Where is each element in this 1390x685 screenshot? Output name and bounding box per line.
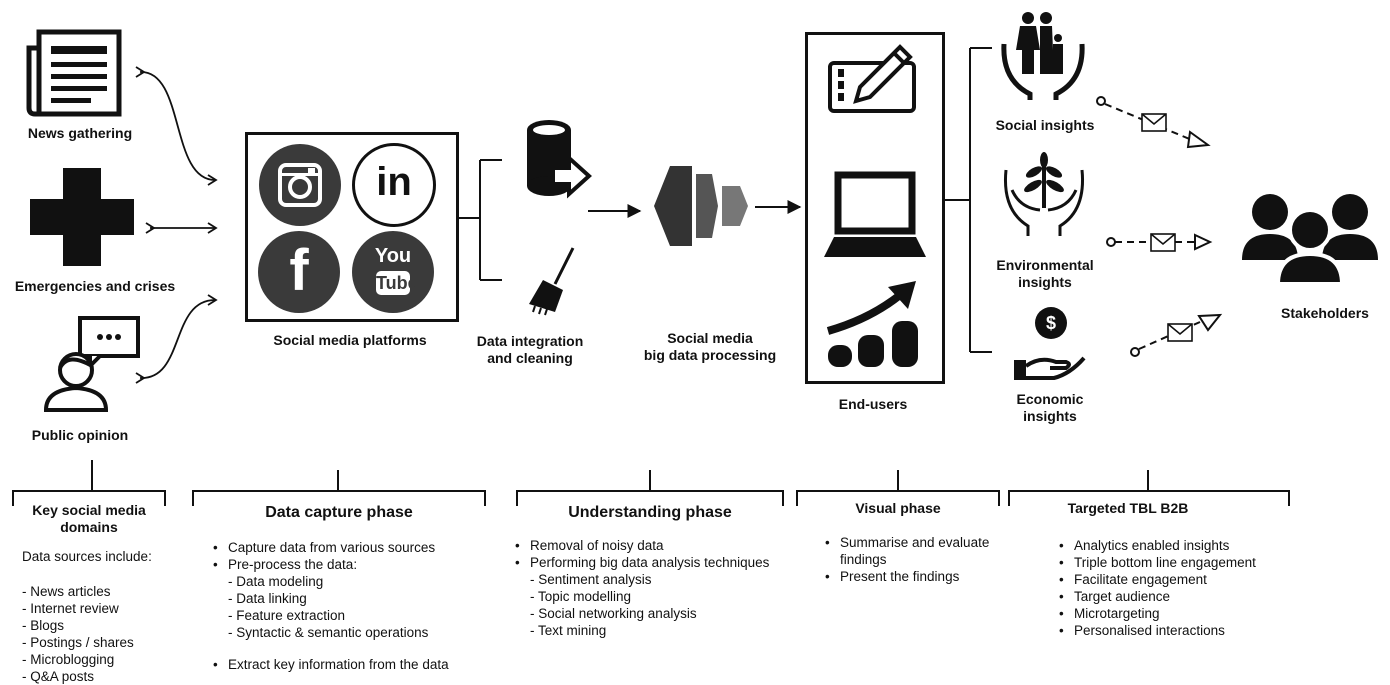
domains-title-1: Key social media [32,502,146,518]
social-insights-label: Social insights [995,117,1095,133]
environmental-insights-label-1: Environmental [996,257,1094,273]
instagram-icon [259,144,341,226]
linkedin-icon: in [352,143,436,227]
environmental-message-arrow [1106,233,1213,252]
tbl-bullet: Analytics enabled insights [1056,537,1296,554]
capture-sub-item: - Feature extraction [228,608,346,623]
capture-bullet: Capture data from various sources [210,539,500,556]
capture-sub-item: - Data modeling [228,574,324,589]
neural-funnel-icon [654,166,748,246]
youtube-bottom: Tube [376,271,418,295]
end-users-label: End-users [838,396,908,412]
platforms-label: Social media platforms [273,332,427,348]
stakeholders-group-icon [1242,194,1378,286]
capture-title: Data capture phase [265,504,413,521]
integration-label-1: Data integration [476,333,584,349]
public-opinion-label: Public opinion [31,427,129,443]
news-connector [139,71,216,181]
visual-bullet-continued: findings [840,552,887,567]
laptop-icon [824,171,926,257]
capture-bullet: Pre-process the data: [210,556,500,573]
integration-label-2: and cleaning [487,350,573,366]
growth-chart-icon [826,281,918,367]
capture-list: Capture data from various sources Pre-pr… [210,539,500,673]
understanding-bullet: Performing big data analysis techniques [512,554,802,571]
tbl-bullet: Personalised interactions [1056,622,1296,639]
tbl-bullet: Triple bottom line engagement [1056,554,1296,571]
visual-title: Visual phase [855,500,941,516]
facebook-icon: f [258,231,340,313]
dollar-coin-icon: $ [1035,307,1067,339]
giving-hand-icon [1014,356,1086,380]
person-speech-icon [43,316,140,412]
plant-hands-icon [1003,152,1085,236]
understanding-bullet: Removal of noisy data [512,537,802,554]
visual-list: Summarise and evaluate findings Present … [822,534,1012,585]
economic-message-arrow [1130,313,1223,357]
linkedin-glyph: in [376,160,412,204]
tbl-bullet: Microtargeting [1056,605,1296,622]
understanding-bracket [516,490,784,506]
understanding-title: Understanding phase [568,504,732,521]
understanding-sub-item: - Text mining [530,623,607,638]
stakeholders-label: Stakeholders [1281,305,1369,321]
capture-sub-item: - Data linking [228,591,307,606]
emergencies-label: Emergencies and crises [14,278,176,294]
public-connector [139,299,216,379]
domain-item: - Blogs [22,618,65,633]
end-users-box [805,32,945,384]
visual-bracket [796,490,1000,506]
capture-bracket [192,490,486,506]
news-gathering-label: News gathering [27,125,133,141]
medical-cross-icon [30,168,134,266]
youtube-icon: You Tube [352,231,434,313]
processing-label-1: Social media [667,330,753,346]
facebook-glyph: f [289,238,309,303]
broom-icon [529,247,575,316]
database-export-icon [527,120,592,199]
capture-bullet: Extract key information from the data [210,656,500,673]
youtube-top: You [374,245,412,267]
understanding-sub-item: - Social networking analysis [530,606,697,621]
domains-title-2: domains [60,519,118,535]
processing-label-2: big data processing [643,347,777,363]
dollar-symbol: $ [1045,313,1056,333]
tbl-list: Analytics enabled insights Triple bottom… [1056,537,1296,639]
domain-item: - Microblogging [22,652,115,667]
understanding-sub-item: - Sentiment analysis [530,572,652,587]
understanding-list: Removal of noisy data Performing big dat… [512,537,802,639]
tbl-title: Targeted TBL B2B [1067,500,1189,516]
economic-insights-label-2: insights [1023,408,1077,424]
tbl-bullet: Target audience [1056,588,1296,605]
understanding-sub-item: - Topic modelling [530,589,632,604]
tbl-bullet: Facilitate engagement [1056,571,1296,588]
domains-intro: Data sources include: [22,549,152,564]
drawing-tablet-icon [828,44,916,113]
domain-item: - Internet review [22,601,119,616]
environmental-insights-label-2: insights [1018,274,1072,290]
social-media-platforms-box: in f You Tube [245,132,459,322]
domain-item: - Q&A posts [22,669,95,684]
newspaper-icon [26,29,122,117]
tbl-bracket [1008,490,1290,506]
domain-item: - News articles [22,584,111,599]
domain-item: - Postings / shares [22,635,134,650]
family-hands-icon [1001,12,1085,100]
visual-bullet: Present the findings [822,568,1012,585]
social-message-arrow [1096,96,1211,149]
capture-sub-item: - Syntactic & semantic operations [228,625,429,640]
visual-bullet: Summarise and evaluate [822,534,1012,551]
economic-insights-label-1: Economic [1016,391,1084,407]
domains-list: Data sources include: - News articles - … [22,548,152,685]
domains-bracket [12,490,166,506]
